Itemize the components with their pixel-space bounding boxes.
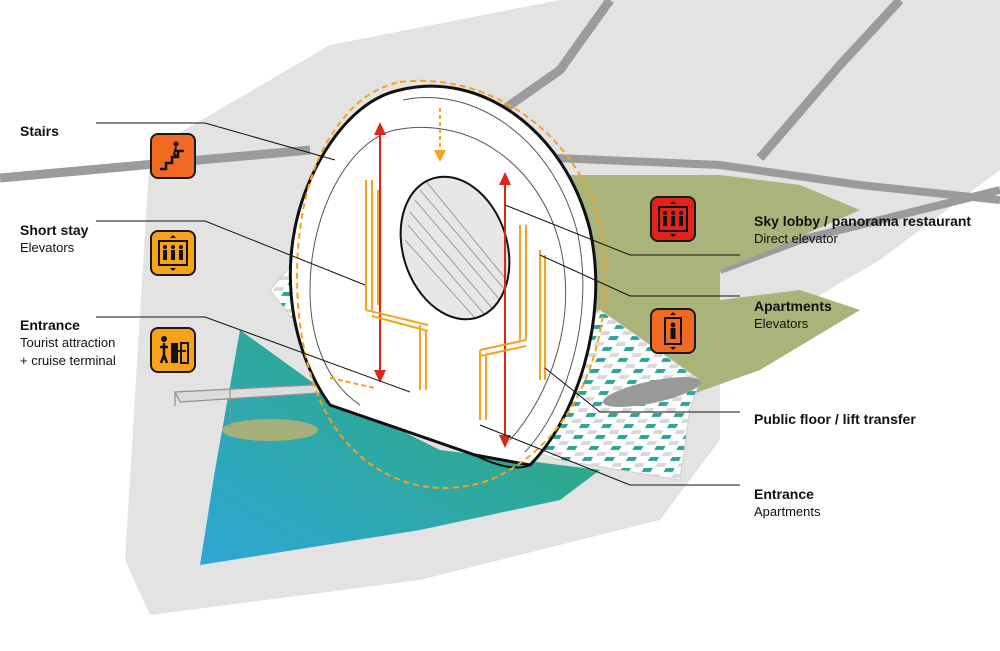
public-floor-label: Public floor / lift transfer bbox=[754, 410, 916, 428]
short-stay-title: Short stay bbox=[20, 222, 89, 238]
water-island bbox=[222, 419, 318, 441]
public-floor-title: Public floor / lift transfer bbox=[754, 411, 916, 427]
stairs-icon bbox=[150, 133, 196, 179]
entrance-tourist-title: Entrance bbox=[20, 317, 80, 333]
stairs-title: Stairs bbox=[20, 123, 59, 139]
stair-routes bbox=[329, 180, 546, 420]
short-stay-label: Short stay Elevators bbox=[20, 221, 88, 257]
apartments-label: Apartments Elevators bbox=[754, 297, 832, 333]
circulation-loop bbox=[296, 79, 607, 489]
direct-elevator-routes bbox=[379, 125, 506, 445]
entrance-tourist-sub2: + cruise terminal bbox=[20, 353, 116, 368]
shadow-lens bbox=[603, 377, 701, 407]
turnstile-icon bbox=[150, 327, 196, 373]
entrance-tourist-label: Entrance Tourist attraction + cruise ter… bbox=[20, 316, 116, 370]
entrance-apartments-title: Entrance bbox=[754, 486, 814, 502]
apartments-title: Apartments bbox=[754, 298, 832, 314]
sky-lobby-title: Sky lobby / panorama restaurant bbox=[754, 213, 972, 229]
entrance-tourist-sub1: Tourist attraction bbox=[20, 335, 116, 350]
top-dashed-arrowhead bbox=[434, 150, 446, 162]
elevator-icon bbox=[650, 308, 696, 354]
oculus bbox=[399, 175, 511, 321]
short-stay-sub: Elevators bbox=[20, 240, 75, 255]
elevator-group-icon bbox=[150, 230, 196, 276]
sky-lobby-label: Sky lobby / panorama restaurant Direct e… bbox=[754, 212, 971, 248]
sky-lobby-elevator-icon bbox=[650, 196, 696, 242]
sky-lobby-sub: Direct elevator bbox=[754, 231, 838, 246]
leader-lines bbox=[96, 122, 740, 486]
direct-elevator-arrowheads bbox=[374, 122, 511, 448]
entrance-apartments-label: Entrance Apartments bbox=[754, 485, 820, 521]
apartments-sub: Elevators bbox=[754, 316, 809, 331]
stairs-label: Stairs bbox=[20, 122, 59, 140]
entrance-apartments-sub: Apartments bbox=[754, 504, 821, 519]
